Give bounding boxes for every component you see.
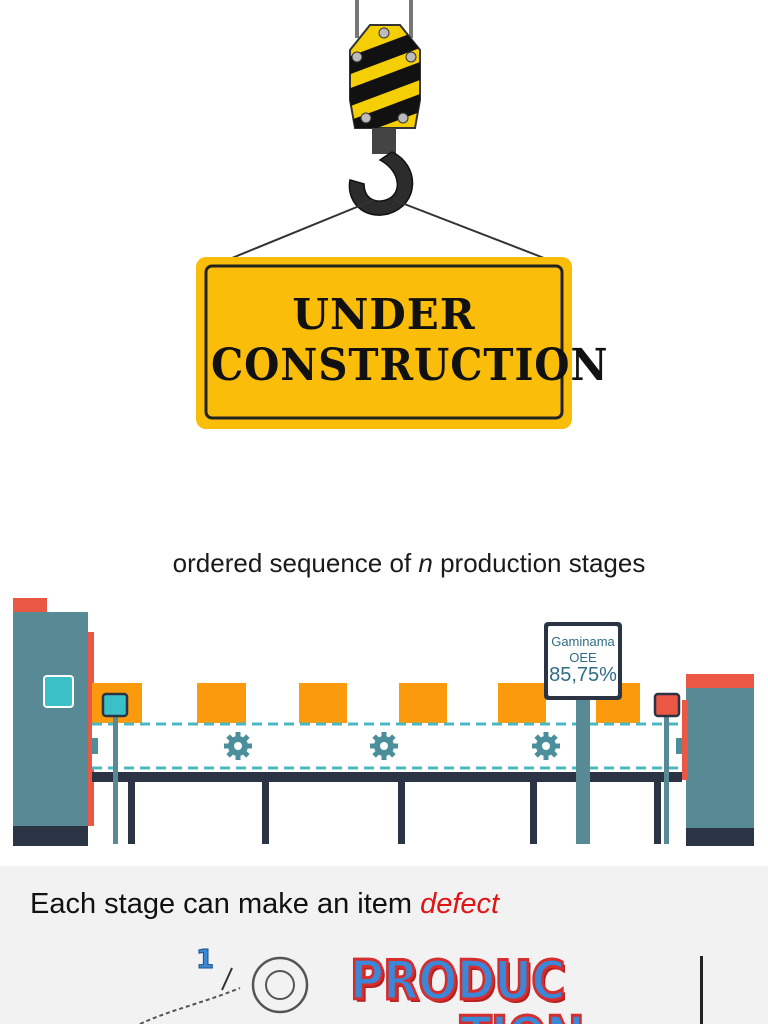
gear-icon <box>676 738 682 754</box>
defect-statement: Each stage can make an item defect <box>30 888 499 921</box>
bottom-panel <box>0 866 768 1024</box>
stage-number: 1 <box>196 945 214 975</box>
oee-label: OEE <box>569 650 597 665</box>
production-word-art: PRODUC TION <box>348 952 708 1024</box>
sign-text-line1: UNDER <box>292 290 476 339</box>
pointer-line <box>221 967 233 991</box>
box-5 <box>498 683 546 723</box>
left-machine <box>13 598 94 846</box>
sensor-right <box>653 692 681 844</box>
caption-variable-n: n <box>418 548 433 578</box>
oee-brand-label: Gaminama <box>551 634 615 649</box>
hook-block <box>349 24 421 129</box>
production-divider <box>700 956 703 1024</box>
caption-before: ordered sequence of <box>172 548 419 578</box>
defect-highlight: defect <box>420 888 500 920</box>
production-word-line1: PRODUC <box>349 952 567 1012</box>
conveyor-illustration <box>13 598 754 846</box>
gauge-wire <box>139 987 241 1024</box>
conveyor-frame <box>92 772 682 844</box>
gauge-inner-ring <box>265 970 295 1000</box>
gear-icon <box>224 732 252 760</box>
gauge-outer-ring <box>251 956 309 1014</box>
crane-hook-illustration <box>196 0 572 429</box>
sensor-left <box>101 692 129 844</box>
sign-string-left <box>231 199 375 259</box>
stage-gauge-illustration: 1 <box>139 945 309 1024</box>
conveyor-caption: ordered sequence of n production stages <box>0 548 768 579</box>
orange-boxes <box>92 683 640 723</box>
under-construction-sign <box>196 257 572 429</box>
gear-icon <box>92 738 98 754</box>
oee-value: 85,75% <box>549 664 617 686</box>
gear-icon <box>370 732 398 760</box>
sign-text-line2: CONSTRUCTION <box>211 340 609 391</box>
hook <box>348 128 414 216</box>
defect-statement-text: Each stage can make an item <box>30 888 421 920</box>
oee-display-board <box>544 622 622 844</box>
right-machine <box>682 674 754 846</box>
gear-icon <box>532 732 560 760</box>
box-4 <box>399 683 447 723</box>
production-word-line2: TION <box>459 1008 586 1024</box>
box-2 <box>197 683 246 723</box>
sign-string-right <box>393 199 545 259</box>
belt-gears <box>92 732 682 760</box>
caption-after: production stages <box>432 548 646 578</box>
box-3 <box>299 683 347 723</box>
